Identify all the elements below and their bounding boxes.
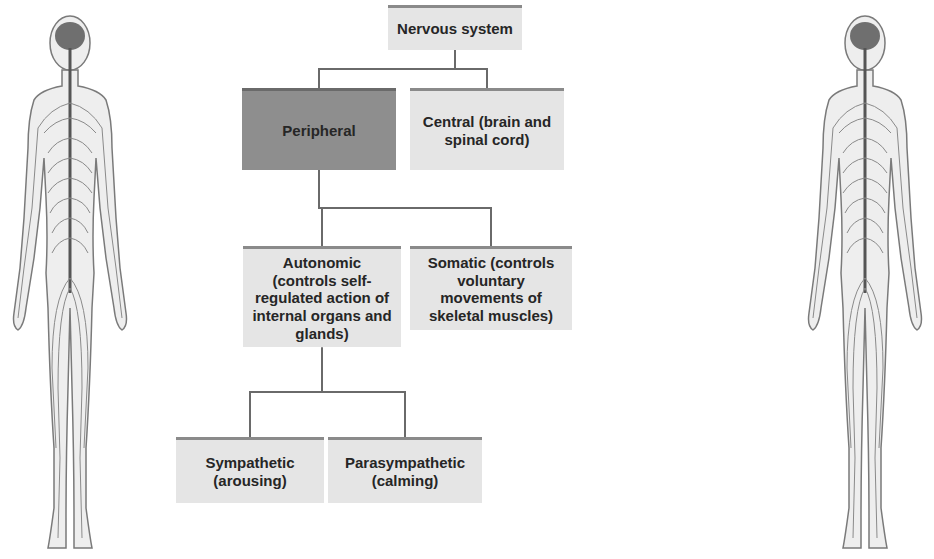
subdivision-box: Somatic (controls voluntary movements of… bbox=[410, 246, 572, 330]
box-label: Somatic (controls voluntary movements of… bbox=[416, 254, 566, 325]
tree-connector bbox=[250, 347, 322, 437]
box-label: Autonomic (controls self-regulated actio… bbox=[249, 254, 395, 342]
root-box: Nervous system bbox=[388, 5, 522, 50]
branch-box: Parasympathetic (calming) bbox=[328, 437, 482, 503]
box-label: Peripheral bbox=[282, 122, 355, 140]
division-box: Central (brain and spinal cord) bbox=[410, 88, 564, 170]
tree-connector bbox=[455, 50, 487, 88]
tree-connector bbox=[319, 50, 455, 88]
tree-connector bbox=[322, 347, 405, 437]
division-box: Peripheral bbox=[242, 88, 396, 170]
right-body-figure bbox=[809, 16, 922, 548]
box-label: Parasympathetic (calming) bbox=[334, 454, 476, 489]
left-body-figure bbox=[14, 16, 127, 548]
subdivision-box: Autonomic (controls self-regulated actio… bbox=[243, 246, 401, 347]
box-label: Central (brain and spinal cord) bbox=[416, 113, 558, 148]
tree-connector bbox=[319, 170, 491, 246]
box-label: Sympathetic (arousing) bbox=[182, 454, 318, 489]
branch-box: Sympathetic (arousing) bbox=[176, 437, 324, 503]
box-label: Nervous system bbox=[397, 20, 513, 38]
